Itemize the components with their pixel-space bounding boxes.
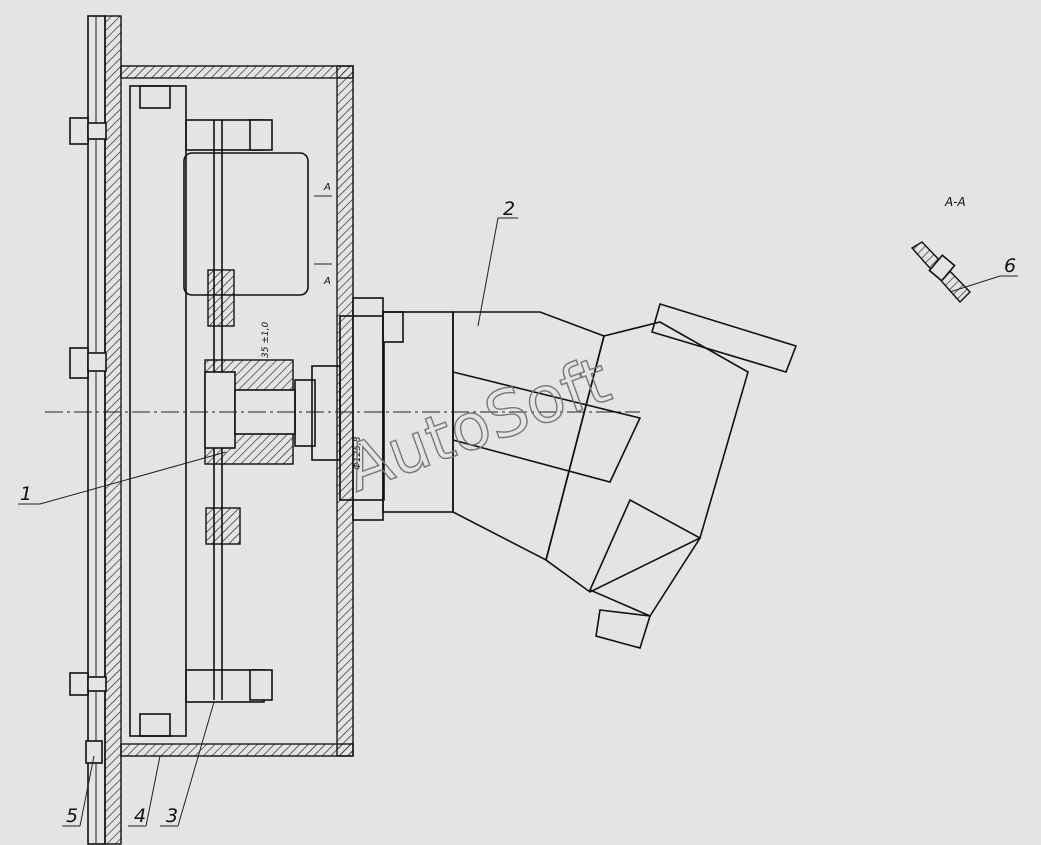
brackets [139, 85, 273, 737]
callout-5: 5 [66, 805, 78, 827]
diameter-note: Ф125,8 [353, 436, 363, 470]
housing [120, 65, 354, 757]
callout-4: 4 [134, 805, 146, 827]
leader-lines [18, 217, 1018, 827]
callout-1: 1 [20, 483, 32, 505]
watermark-text: AutoSoft [336, 343, 620, 507]
section-mark-bottom: A [323, 276, 331, 287]
callout-6: 6 [1004, 255, 1016, 277]
callout-2: 2 [503, 198, 515, 220]
section-aa-detail: A-A [910, 195, 971, 304]
motor-body [452, 302, 798, 649]
clearance-note: 35 ±1,0 [261, 322, 271, 358]
section-marks: A A [314, 182, 332, 287]
flange-bolts [69, 117, 107, 764]
upper-plate [183, 152, 309, 296]
section-mark-top: A [323, 182, 331, 193]
left-flange [87, 15, 122, 845]
section-title: A-A [944, 195, 966, 209]
callout-3: 3 [166, 805, 178, 827]
